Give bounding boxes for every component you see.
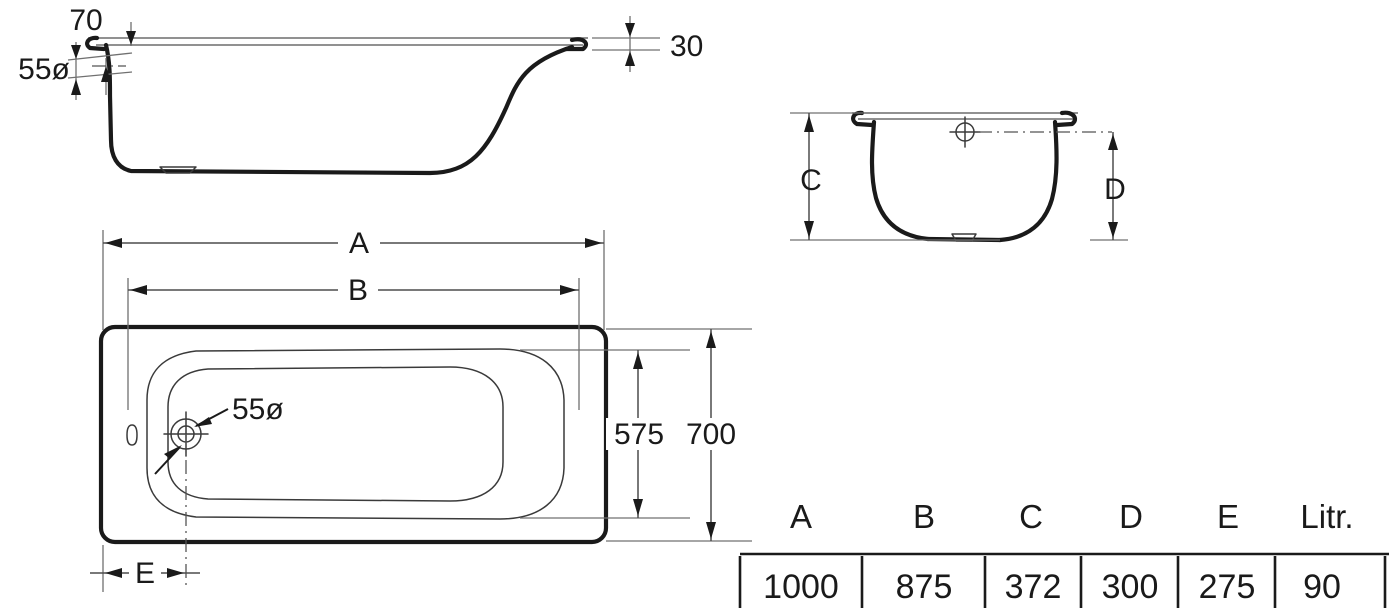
dim-label-30: 30 [670, 30, 703, 63]
dim55-leader-upper [67, 52, 133, 61]
section-drain-notch [951, 233, 977, 242]
dim-label-A: A [349, 227, 369, 260]
dim-label-C: C [800, 164, 822, 197]
dim-label-575: 575 [614, 418, 664, 451]
dim-label-700: 700 [686, 418, 736, 451]
dim575-arrow-top [633, 352, 643, 369]
dimE-arrow-right [167, 568, 184, 578]
dimD-arrow-top [1108, 134, 1118, 150]
dimE-arrow-left [105, 568, 122, 578]
section-view-group: C D [790, 110, 1128, 243]
dim700-arrow-bottom [706, 522, 716, 539]
dimA-arrow-left [105, 238, 122, 248]
dimA-label-mask [338, 228, 380, 258]
dim55-arrow-up [71, 79, 81, 95]
dim30-arrow-up [625, 51, 635, 66]
section-left-wall [869, 119, 931, 242]
dim55-plan-arrow-upper [194, 417, 212, 427]
dim55-plan-arrow-lower [164, 445, 182, 459]
dimC-arrow-bottom [804, 221, 814, 238]
section-right-wall [997, 119, 1059, 243]
side-tub-profile [103, 42, 575, 176]
dim-label-B: B [348, 274, 368, 307]
plan-inner-contour-1 [146, 348, 565, 520]
dim-label-55-plan: 55ø [232, 393, 284, 426]
dimB-arrow-right [560, 285, 577, 295]
dim55-arrow-inner-up [101, 66, 111, 82]
dim55-leader-lower [67, 71, 133, 79]
dimA-arrow-right [585, 238, 602, 248]
side-left-rim-hook [85, 35, 107, 52]
section-right-rim-hook [1054, 110, 1078, 128]
table-cell-Litr: 90 [1303, 568, 1341, 606]
dim575-arrow-bottom [633, 499, 643, 516]
table-header-A: A [790, 498, 812, 535]
dimension-table: A B C D E Litr. 1000 875 372 300 275 90 [738, 498, 1389, 608]
dim700-arrow-top [706, 331, 716, 348]
table-cell-A: 1000 [763, 568, 839, 606]
table-cell-C: 372 [1005, 568, 1062, 606]
dim55-arrow-down [71, 45, 81, 59]
table-header-Litr: Litr. [1300, 498, 1353, 535]
side-view-group: 70 55ø 30 [18, 4, 703, 176]
dim-label-55-side: 55ø [18, 53, 70, 86]
table-header-B: B [913, 498, 935, 535]
dimB-arrow-left [130, 285, 147, 295]
dim30-arrow-down [625, 23, 635, 37]
dim-label-70: 70 [69, 4, 102, 37]
dim70-arrowhead [126, 31, 136, 45]
table-header-E: E [1217, 498, 1239, 535]
table-cell-B: 875 [896, 568, 953, 606]
dim-label-E: E [135, 557, 155, 590]
dimE-label-mask [129, 558, 161, 588]
table-cell-E: 275 [1199, 568, 1256, 606]
plan-overflow-slot [126, 424, 138, 446]
table-header-C: C [1019, 498, 1043, 535]
plan-view-group: 55ø A B 575 [90, 227, 752, 592]
dim575-label-mask [606, 418, 672, 450]
dimB-label-mask [338, 275, 378, 305]
dim700-label-mask [676, 418, 746, 450]
side-drain-notch [159, 166, 197, 174]
plan-inner-contour-2 [167, 366, 504, 502]
section-overflow-crosshair [949, 116, 981, 148]
dim-label-D: D [1104, 173, 1126, 206]
table-header-D: D [1119, 498, 1143, 535]
table-cell-D: 300 [1102, 568, 1159, 606]
dimC-arrow-top [804, 115, 814, 132]
dimD-arrow-bottom [1108, 222, 1118, 238]
side-right-rim-hook [563, 37, 589, 52]
